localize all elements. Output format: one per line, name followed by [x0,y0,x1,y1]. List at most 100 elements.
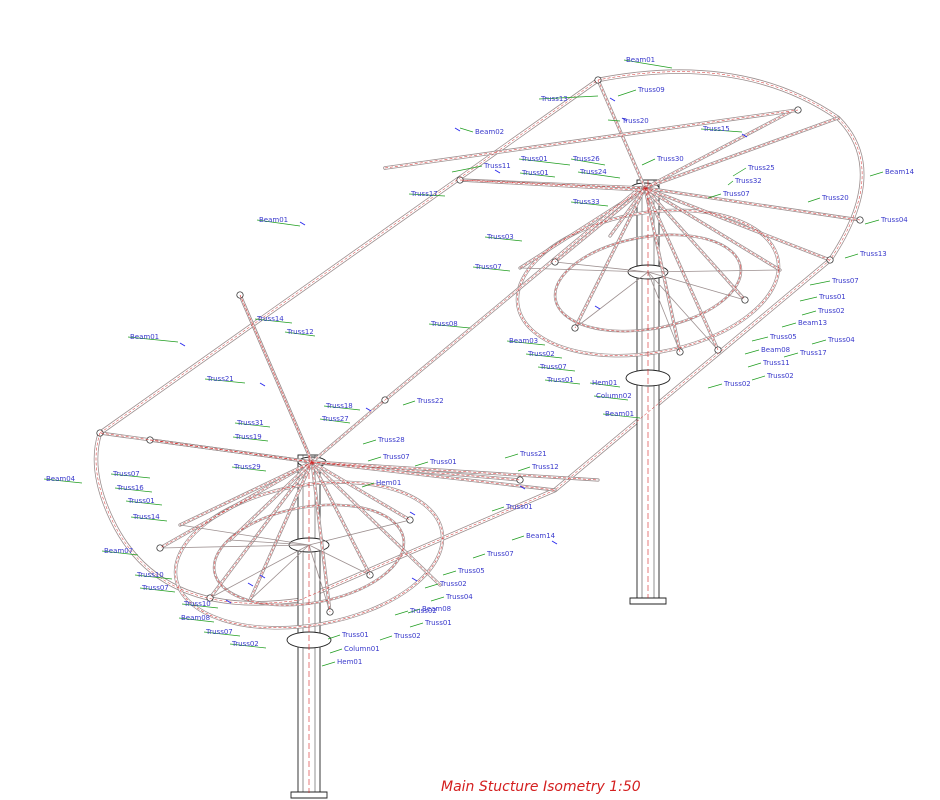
left-truss-14-centerline [311,461,411,521]
right-truss-11-body [644,187,719,351]
member-label: Beam08 [422,605,451,613]
member-label: Truss02 [409,607,437,615]
label-leader [284,331,316,337]
member-label: Truss01 [520,155,548,163]
label-leader [732,167,747,177]
member-label: Beam14 [526,532,556,540]
member-label: Truss26 [572,155,600,163]
member-label: Truss01 [521,169,549,177]
label-leader [362,439,377,445]
member-label: Truss25 [747,164,775,172]
label-leader [811,339,827,345]
label-leader [537,366,576,372]
blue-pointer [247,582,254,587]
drawing-title: Main Stucture Isometry 1:50 [441,779,641,795]
label-leader [506,340,546,346]
column01-base-plate [290,791,328,799]
member-label: Truss20 [621,117,649,125]
label-leader [807,197,821,203]
right-truss-6-centerline [644,187,831,261]
member-label: Truss31 [236,419,264,427]
member-label: Truss19 [234,433,262,441]
cross-beam-left-span-body [149,439,599,481]
right-truss-2-centerline [459,179,646,189]
cross-beam-left-centerline [239,294,313,463]
member-label: Truss14 [132,513,160,521]
left-truss-7-centerline [159,461,313,549]
label-leader [181,603,219,609]
member-label: Truss16 [116,484,144,492]
member-label: Truss11 [762,359,790,367]
member-label: Truss07 [831,277,859,285]
label-leader [428,323,471,329]
member-label: Truss13 [540,95,568,103]
label-leader [577,171,621,179]
left-truss-15-centerline [229,461,313,541]
left-brace-7 [308,519,411,546]
left-truss-4-centerline [311,399,386,463]
left-brace-5 [308,544,331,613]
joint-node [406,516,414,524]
label-leader [799,296,818,302]
member-label: Truss32 [734,177,762,185]
member-label: Truss22 [416,397,444,405]
member-label: Truss07 [474,263,502,271]
label-leader [751,336,769,342]
cross-beam-left-span-outline [148,438,600,482]
left-brace-3 [209,544,310,599]
label-leader [394,610,409,616]
label-leader [517,466,531,472]
member-label: Beam08 [761,346,790,354]
label-leader [589,382,621,388]
label-leader [781,322,797,328]
member-label: Beam03 [509,337,538,345]
blue-pointer [299,221,306,226]
left-truss-11-centerline [311,461,331,613]
label-leader [459,127,474,133]
left-truss-10-centerline [249,461,313,601]
label-leader [134,574,173,580]
left-lower-ring-centerline [175,481,443,629]
member-label: Truss07 [112,470,140,478]
member-label: Truss02 [527,350,555,358]
label-leader [367,456,382,462]
label-leader [511,535,525,541]
label-leader [139,587,176,593]
member-label: Truss17 [410,190,438,198]
label-leader [361,482,375,488]
label-leader [130,516,168,522]
member-label: Hem01 [592,379,617,387]
label-leader [727,180,734,186]
label-leader [424,583,439,589]
label-leader [844,253,859,259]
member-label: Truss02 [439,580,467,588]
member-label: Truss02 [723,380,751,388]
blue-pointer [409,511,416,516]
member-label: Truss27 [321,415,349,423]
member-label: Truss07 [486,550,514,558]
blue-pointer [225,599,232,604]
label-leader [178,617,215,623]
right-truss-10-centerline [644,187,746,301]
label-leader [43,478,83,484]
member-label: Truss04 [827,336,855,344]
blue-pointer [609,97,616,102]
outer-ring-centerline [95,71,863,604]
right-truss-8-centerline [574,187,646,329]
label-leader [747,362,762,368]
member-label: Truss30 [656,155,684,163]
member-label: Hem01 [337,658,362,666]
member-label: Truss20 [821,194,849,202]
label-leader [519,172,556,178]
blue-pointer [551,540,558,545]
label-leader [623,59,673,69]
blue-pointer [594,305,601,310]
right-truss-7-centerline [554,187,646,263]
member-label: Truss05 [457,567,485,575]
column02-base-plate [629,597,667,605]
right-truss-4-centerline [644,111,791,189]
cross-beam-right-span-centerline [459,179,641,191]
label-leader [256,219,301,227]
member-label: Truss01 [127,497,155,505]
